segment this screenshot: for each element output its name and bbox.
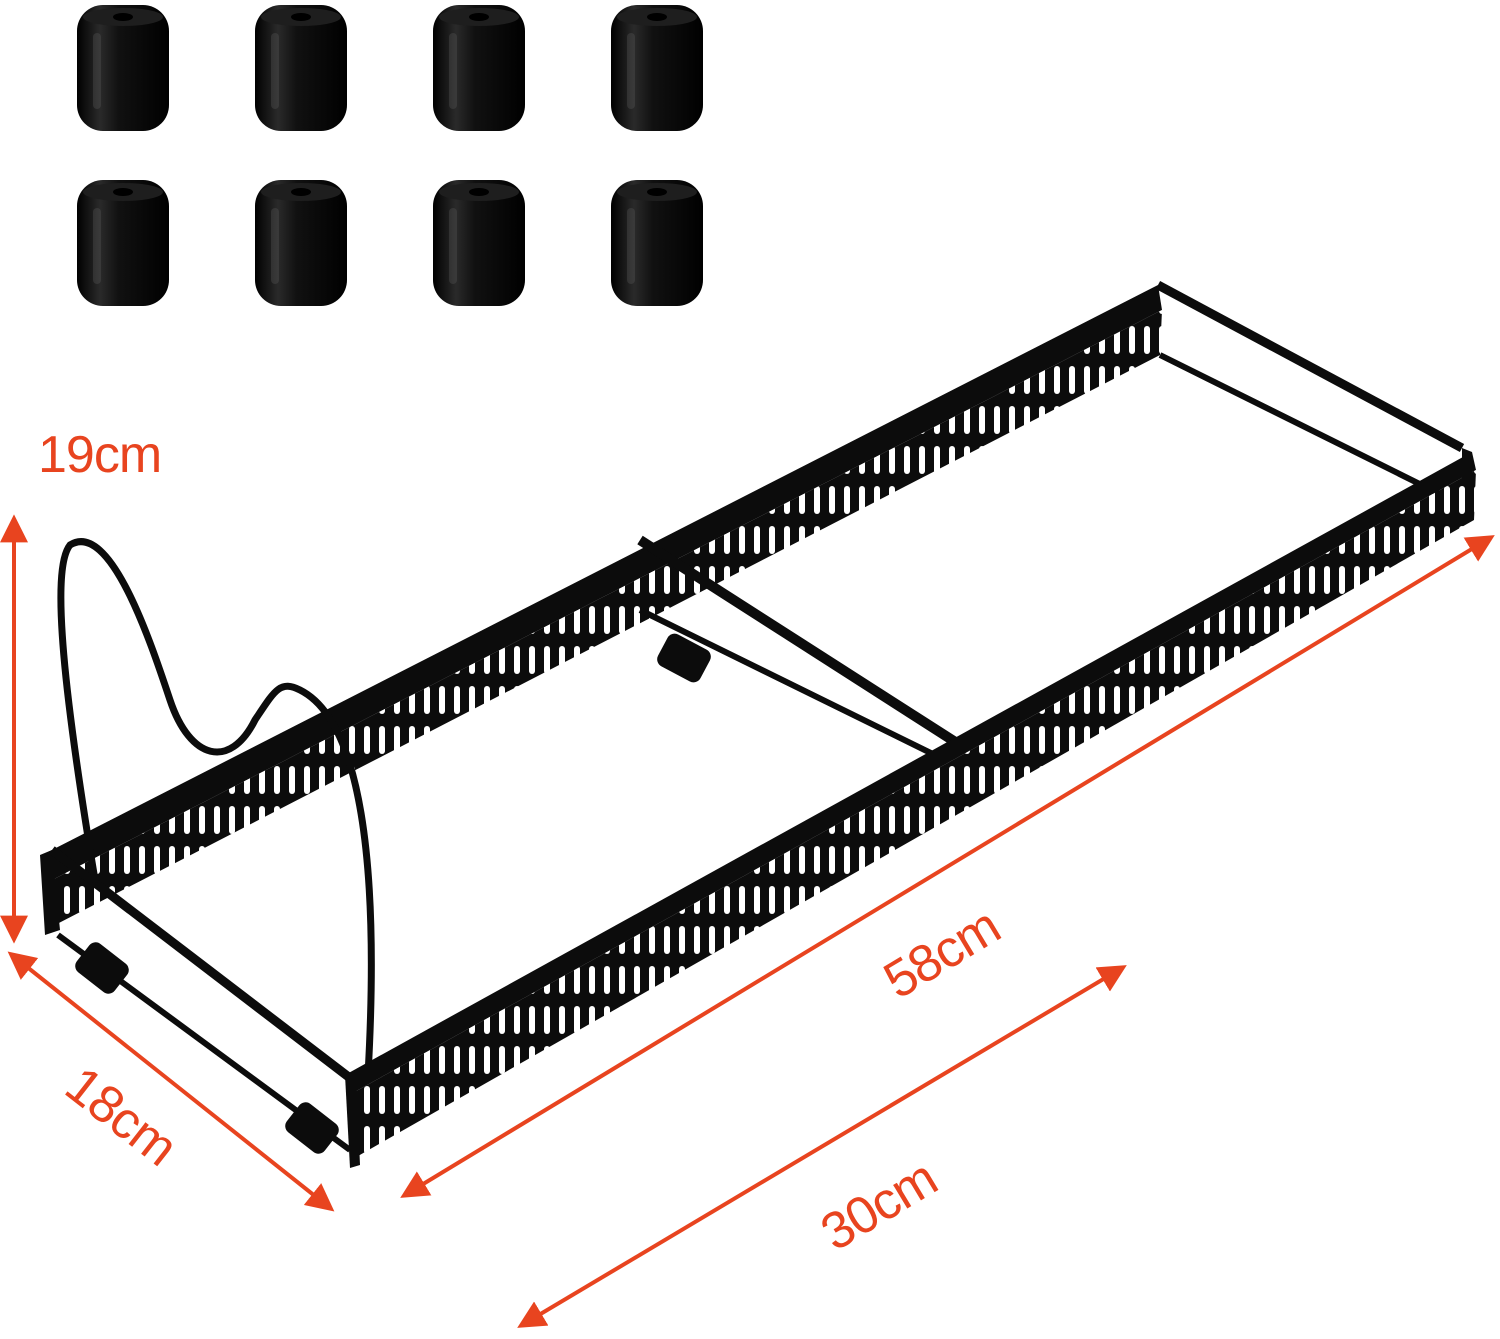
rubber-foot-icon [255,180,347,306]
rubber-foot-icon [77,5,169,131]
rubber-foot-icon [611,5,703,131]
rubber-foot-icon [611,180,703,306]
rubber-foot-icon [433,180,525,306]
rubber-feet-group [77,5,703,306]
dimension-arrows [0,514,1495,1328]
depth-label: 18cm [55,1056,188,1178]
middle-divider [637,535,963,763]
min-length-label: 30cm [811,1149,946,1262]
max-length-label: 58cm [874,897,1009,1010]
height-label: 19cm [38,426,161,484]
rubber-foot-icon [433,5,525,131]
expandable-rack [40,281,1476,1168]
min-length-arrow [517,965,1127,1328]
depth-arrow [7,951,335,1212]
front-rail [345,452,1476,1160]
back-rail [48,285,1162,925]
rubber-foot-icon [255,5,347,131]
wire-holder [57,538,375,1079]
right-end-frame [1155,281,1472,508]
rubber-foot-icon [77,180,169,306]
